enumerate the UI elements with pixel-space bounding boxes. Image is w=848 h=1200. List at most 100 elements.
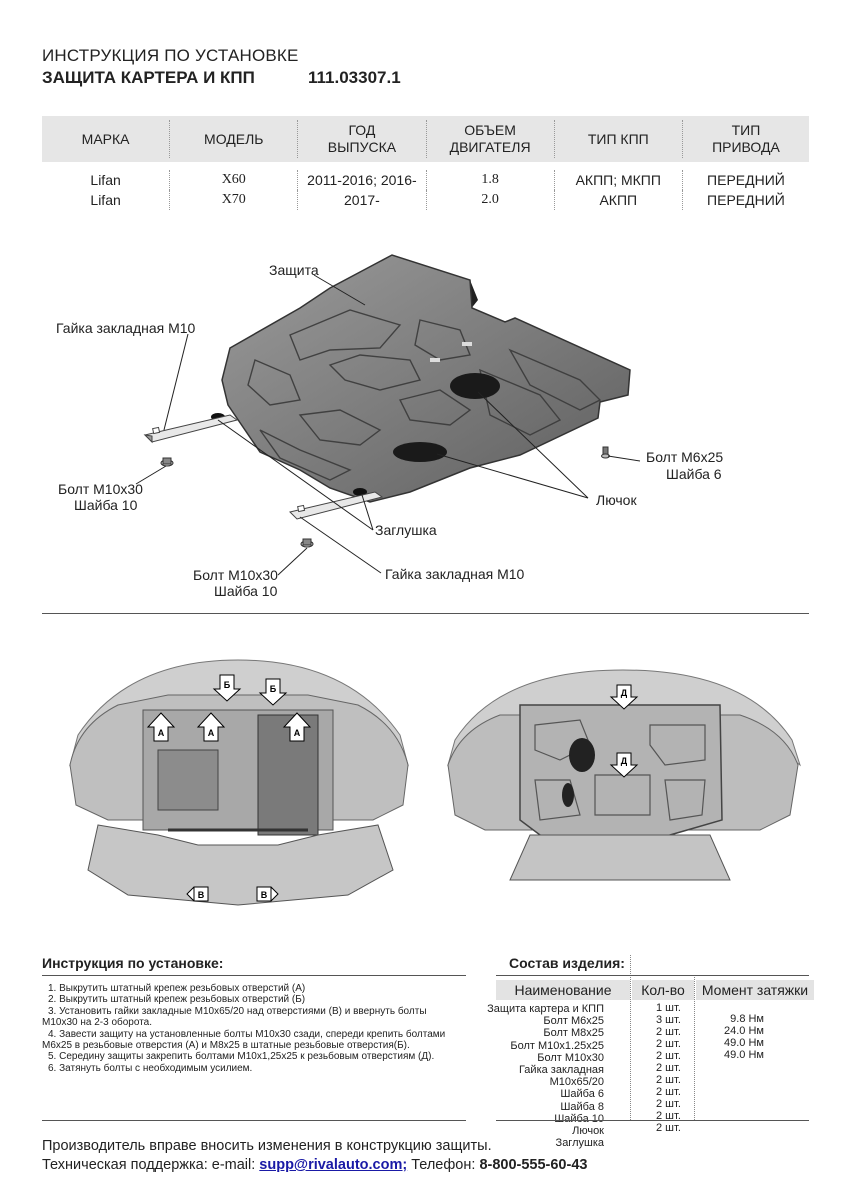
col-brand: МАРКА (42, 120, 171, 158)
cell: АКПП; МКПП (555, 170, 683, 190)
cell: 2011-2016; 2016- (298, 170, 427, 190)
marker-a-3: А (282, 712, 312, 742)
list-item: Заглушка (555, 1137, 604, 1150)
cell: Lifan (42, 170, 171, 190)
list-item: Болт М6х25 (543, 1015, 604, 1028)
leader-lines (135, 274, 641, 576)
instruction-line: М10х30 на 2-3 оборота. (42, 1017, 153, 1029)
col-gearbox: ТИП КПП (555, 120, 683, 158)
instruction-line: 2. Выкрутить штатный крепеж резьбовых от… (48, 994, 306, 1006)
marker-b-2: Б (258, 678, 288, 706)
cell: X60 (170, 170, 299, 190)
qty-cell: 2 шт. (656, 1122, 681, 1134)
label-bolt-m10-a: Болт М10х30 (58, 481, 143, 497)
divider (42, 1120, 466, 1121)
list-item: Болт М10х30 (537, 1051, 604, 1064)
list-item: Гайка закладная М10х65/20 (518, 1064, 604, 1089)
col-qty: Кол-во (632, 980, 694, 1000)
marker-v-text: В (261, 890, 268, 900)
label-bolt-m10-b: Болт М10х30 (193, 567, 278, 583)
table-row: Lifan X60 2011-2016; 2016- 1.8 АКПП; МКП… (42, 170, 809, 190)
engine-block (157, 749, 219, 811)
torque-cell: 24.0 Нм (724, 1025, 764, 1037)
bolt-m6 (601, 446, 610, 459)
qty-cell: 2 шт. (656, 1086, 681, 1098)
slot (430, 358, 440, 362)
divider (694, 975, 695, 1120)
marker-a-text: А (208, 728, 215, 738)
list-item: Шайба 6 (560, 1088, 604, 1101)
instructions-list: 1. Выкрутить штатный крепеж резьбовых от… (42, 983, 468, 1074)
support-email-link[interactable]: supp@rivalauto.com; (259, 1157, 408, 1173)
label-nut-bottom: Гайка закладная М10 (385, 566, 525, 582)
list-item: Лючок (572, 1125, 604, 1138)
item-names: Защита картера и КПП Болт М6х25 Болт М8х… (474, 1003, 604, 1149)
subframe (87, 824, 394, 906)
torque-cell: 9.8 Нм (730, 1013, 764, 1025)
hatch-1 (450, 373, 500, 399)
photo-hatch-1 (569, 738, 595, 772)
qty-cell: 2 шт. (656, 1050, 681, 1062)
qty-cell: 1 шт. (656, 1002, 681, 1014)
qty-cell: 2 шт. (656, 1026, 681, 1038)
table-row: Lifan X70 2017- 2.0 АКПП ПЕРЕДНИЙ (42, 190, 809, 210)
qty-cell: 2 шт. (656, 1062, 681, 1074)
divider (42, 613, 809, 614)
plate-ribs (247, 309, 602, 481)
instruction-line: 6. Затянуть болты с необходимым усилием. (48, 1062, 253, 1074)
torque-cell: 49.0 Нм (724, 1037, 764, 1049)
marker-b-text: Б (224, 680, 231, 690)
col-model: МОДЕЛЬ (170, 120, 299, 158)
list-item: Шайба 8 (560, 1100, 604, 1113)
cell: ПЕРЕДНИЙ (707, 192, 785, 208)
marker-a-text: А (158, 728, 165, 738)
footer-support: Техническая поддержка: e-mail: supp@riva… (42, 1157, 587, 1173)
article-number: 111.03307.1 (308, 68, 401, 87)
footer-notice: Производитель вправе вносить изменения в… (42, 1138, 492, 1154)
slot (462, 342, 472, 346)
qty-cell: 2 шт. (656, 1074, 681, 1086)
underbody-photo-before: Б Б А А А В В (48, 655, 430, 915)
marker-d-text: Д (621, 688, 628, 698)
cell: 2.0 (427, 190, 555, 210)
instructions-title: Инструкция по установке: (42, 955, 224, 971)
hatch-2 (393, 442, 447, 462)
marker-d-text: Д (621, 756, 628, 766)
divider (496, 1120, 809, 1121)
captive-nut-bottom (289, 491, 384, 520)
skid-plate (221, 254, 631, 503)
exploded-diagram (135, 254, 641, 576)
label-bolt-m6: Болт М6х25 (646, 449, 724, 465)
doc-title: ИНСТРУКЦИЯ ПО УСТАНОВКЕ (42, 46, 299, 65)
cell: АКПП (555, 190, 683, 210)
cell: 2017- (298, 190, 427, 210)
label-hatch: Лючок (596, 492, 637, 508)
marker-a-text: А (294, 728, 301, 738)
qty-cell: 2 шт. (656, 1038, 681, 1050)
torque-cell: 49.0 Нм (724, 1049, 764, 1061)
instruction-line: М6х25 в резьбовые отверстия (А) и М8х25 … (42, 1040, 410, 1052)
marker-v-text: В (198, 890, 205, 900)
instruction-line: 5. Середину защиты закрепить болтами М10… (48, 1051, 435, 1063)
label-washer-10-b: Шайба 10 (214, 583, 278, 599)
divider (42, 975, 466, 976)
phone-label: Телефон: (407, 1157, 480, 1173)
label-plug: Заглушка (375, 522, 437, 538)
instruction-line: 3. Установить гайки закладные М10х65/20 … (48, 1005, 427, 1017)
list-item: Болт М8х25 (543, 1027, 604, 1040)
qty-cell: 2 шт. (656, 1110, 681, 1122)
instruction-line: 1. Выкрутить штатный крепеж резьбовых от… (48, 983, 306, 994)
label-washer-10-a: Шайба 10 (74, 497, 138, 513)
cell: X70 (170, 190, 299, 210)
marker-d-2: Д (609, 752, 639, 778)
qty-cell: 2 шт. (656, 1098, 681, 1110)
product-name: ЗАЩИТА КАРТЕРА И КПП (42, 68, 255, 87)
photo-hatch-2 (562, 783, 574, 807)
cell: 1.8 (427, 170, 555, 190)
installed-skid-plate (519, 704, 723, 851)
col-torque: Момент затяжки (696, 980, 814, 1000)
